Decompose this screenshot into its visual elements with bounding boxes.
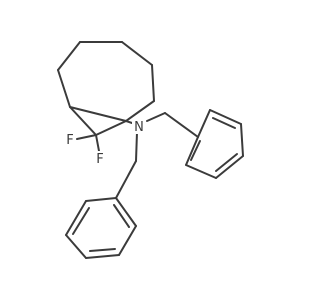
atom-n-background xyxy=(132,119,146,134)
cyclopropane-ring xyxy=(69,106,127,136)
cycloheptane-ring xyxy=(57,41,155,122)
substituent-bonds xyxy=(76,112,199,199)
benzene-ring-upper xyxy=(185,109,244,179)
fluorine-atom-label-2: F xyxy=(96,152,103,167)
atom-f2-background xyxy=(94,151,106,166)
fluorine-atom-label: F xyxy=(66,133,73,148)
molecule-structure: F F N xyxy=(57,41,244,259)
nitrogen-atom-label: N xyxy=(134,120,144,135)
atom-f1-background xyxy=(64,132,76,147)
benzene-ring-lower xyxy=(65,197,137,259)
